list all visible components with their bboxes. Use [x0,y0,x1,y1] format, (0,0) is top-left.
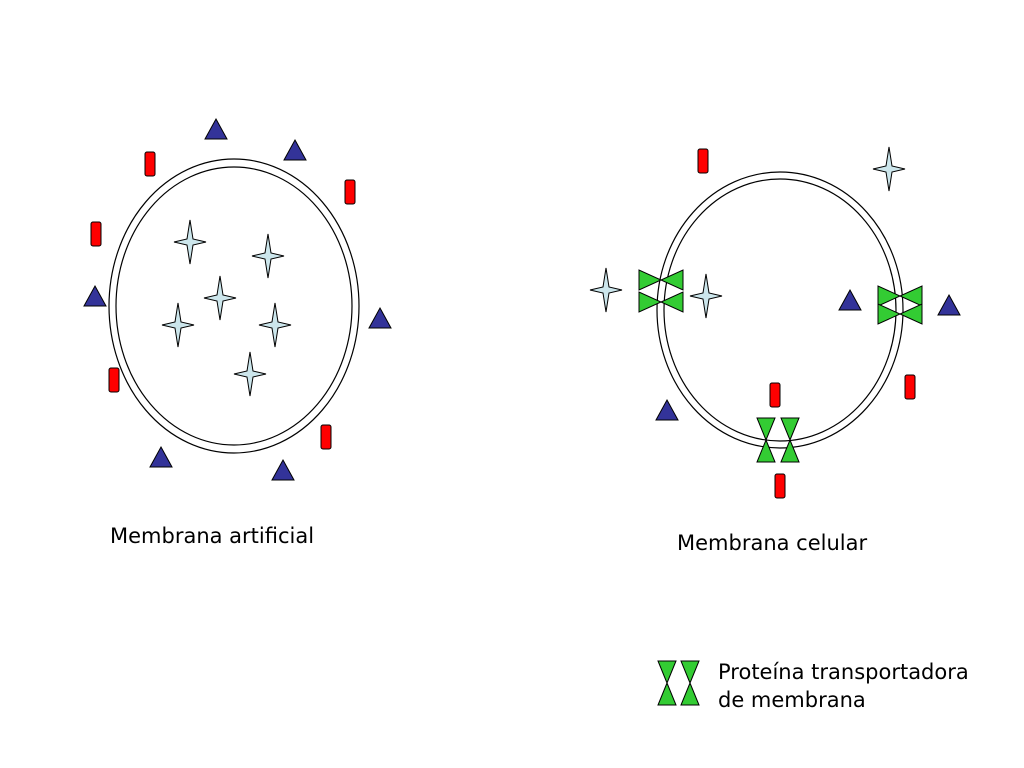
artificial-inside-stars [161,219,292,397]
star-molecule [689,273,723,319]
star-molecule [173,219,207,265]
transport-protein-icon [877,285,923,307]
star-molecule [251,233,285,279]
cell-membrane [656,171,904,449]
artificial-outside-triangles [83,118,392,481]
legend-text: Proteína transportadora de membrana [718,658,969,714]
artificial-membrane-label: Membrana artificial [110,524,315,548]
triangle-molecule [368,307,392,329]
legend-line-1: Proteína transportadora [718,660,969,684]
triangle-molecule [838,289,862,311]
cell-molecules [589,146,961,499]
rectangle-molecule [344,179,356,205]
rectangle-molecule [769,382,781,408]
triangle-molecule [83,285,107,307]
star-molecule [589,267,623,313]
triangle-molecule [204,118,228,140]
triangle-molecule [283,139,307,161]
triangle-molecule [271,459,295,481]
rectangle-molecule [774,473,786,499]
star-molecule [258,302,292,348]
triangle-molecule [655,399,679,421]
star-molecule [203,275,237,321]
rectangle-molecule [144,151,156,177]
star-molecule [233,351,267,397]
transport-protein-icon [657,660,700,706]
rectangle-molecule [90,221,102,247]
triangle-molecule [937,294,961,316]
star-molecule [161,302,195,348]
transport-proteins [638,269,923,463]
star-molecule [872,146,906,192]
rectangle-molecule [108,367,120,393]
rectangle-molecule [320,424,332,450]
rectangle-molecule [697,148,709,174]
transport-protein-icon [877,303,923,325]
transport-protein-icon [638,291,684,313]
transport-protein-icon [756,417,776,463]
legend-line-2: de membrana [718,688,866,712]
cell-membrane-label: Membrana celular [677,531,868,555]
rectangle-molecule [904,374,916,400]
artificial-membrane [108,158,360,454]
triangle-molecule [149,446,173,468]
